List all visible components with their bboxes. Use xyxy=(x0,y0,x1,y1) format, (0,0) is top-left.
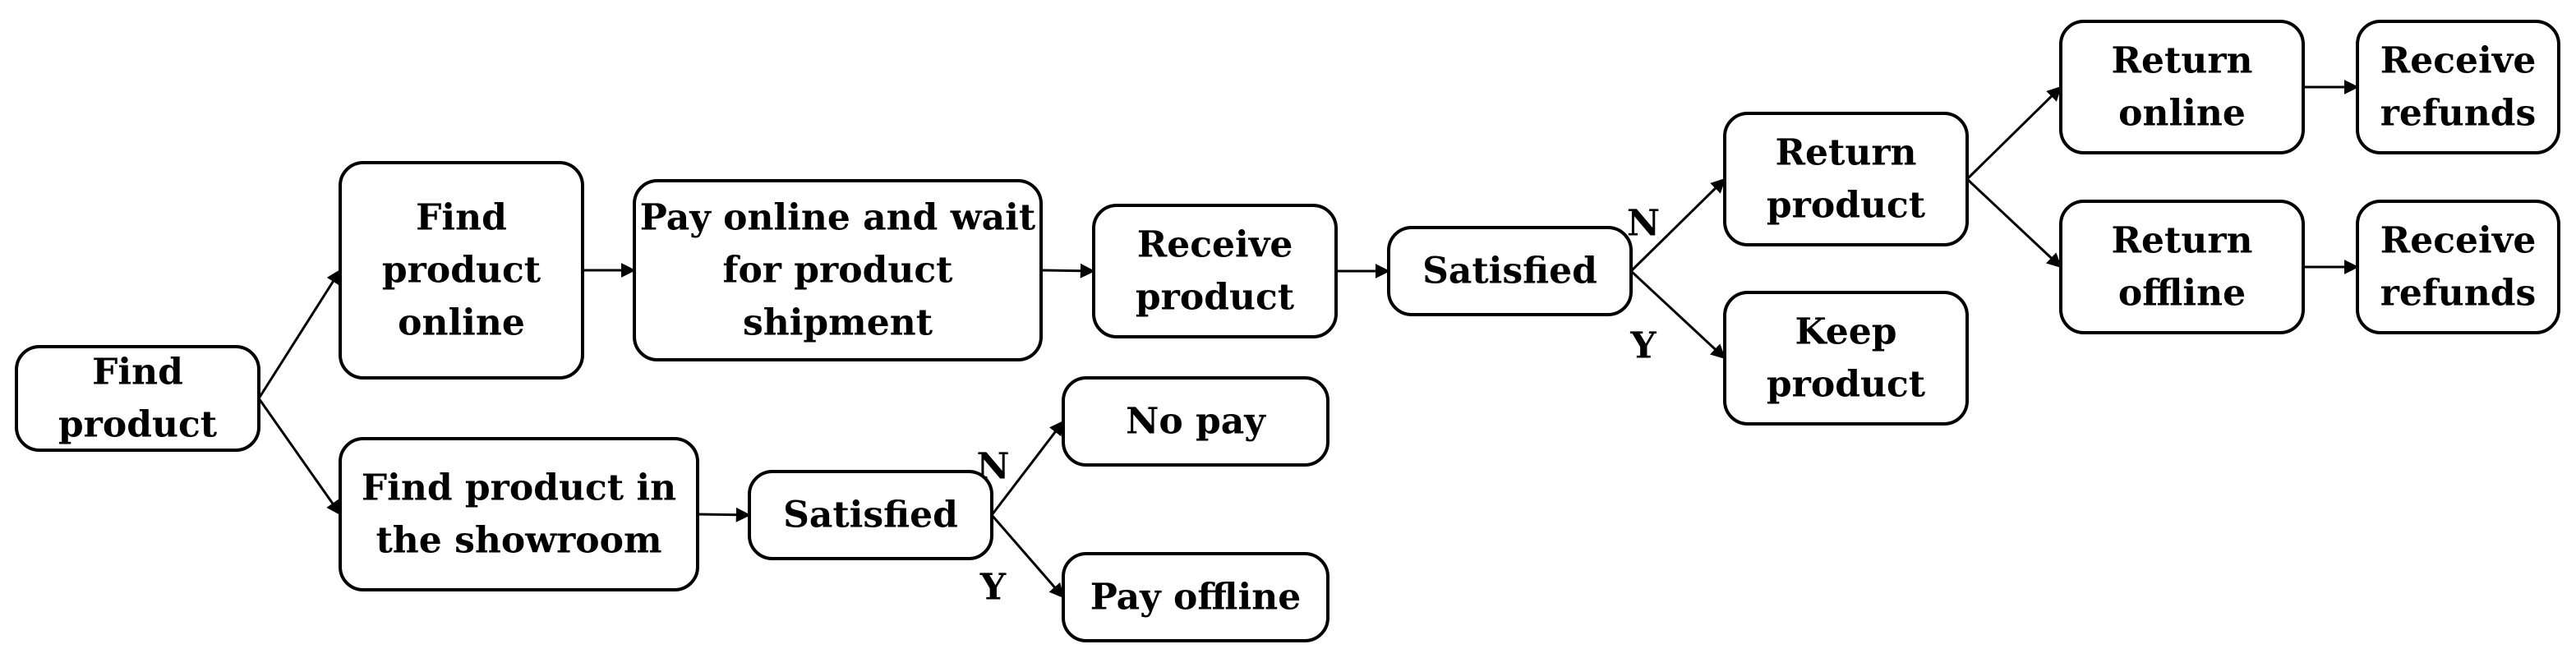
node-label: Pay online and wait xyxy=(640,197,1036,239)
node-label: Return xyxy=(1775,132,1916,174)
edge-satisfied-online-to-keep-product xyxy=(1629,269,1726,360)
node-satisfied-online: Satisfied xyxy=(1387,226,1633,316)
edge-satisfied-showroom-to-no-pay xyxy=(990,420,1065,516)
node-box xyxy=(2059,20,2305,154)
node-satisfied-showroom: Satisfied xyxy=(748,470,993,560)
node-box xyxy=(1387,226,1633,316)
node-return-offline: Return offline xyxy=(2059,200,2305,334)
node-label: Satisfied xyxy=(783,495,958,536)
node-label: Pay offline xyxy=(1090,577,1301,619)
node-label: shipment xyxy=(743,302,933,344)
node-label: the showroom xyxy=(376,520,661,562)
edge-satisfied-online-to-return-product xyxy=(1629,177,1726,273)
node-label: for product xyxy=(723,250,954,292)
node-box xyxy=(339,161,584,380)
node-box xyxy=(748,470,993,560)
node-label: Receive xyxy=(2380,220,2537,262)
edge-return-product-to-return-online xyxy=(1965,85,2062,181)
node-label: online xyxy=(2118,93,2246,135)
node-label: refunds xyxy=(2380,93,2537,135)
edge-label-N: N xyxy=(1627,203,1660,245)
node-box xyxy=(1062,552,1329,642)
node-box xyxy=(339,437,699,591)
node-keep-product: Keep product xyxy=(1723,291,1969,426)
node-box xyxy=(633,179,1043,361)
node-label: Keep xyxy=(1795,311,1896,353)
edge-satisfied-showroom-to-pay-offline xyxy=(990,514,1065,599)
node-label: No pay xyxy=(1126,401,1266,443)
node-box xyxy=(1723,291,1969,426)
node-label: product xyxy=(1136,277,1295,319)
node-label: Find xyxy=(92,352,183,393)
edge-find-product-showroom-to-satisfied-showroom xyxy=(697,507,751,522)
node-find-product-online: Find product online xyxy=(339,161,584,380)
edge-label-Y: Y xyxy=(979,567,1007,609)
node-pay-online-wait: Pay online and wait for product shipment xyxy=(633,179,1043,361)
edge-label-Y: Y xyxy=(1629,325,1657,367)
node-box xyxy=(1062,376,1329,467)
node-receive-refunds-offline: Receive refunds xyxy=(2356,200,2560,334)
node-return-product: Return product xyxy=(1723,112,1969,246)
node-no-pay: No pay xyxy=(1062,376,1329,467)
node-find-product-showroom: Find product in the showroom xyxy=(339,437,699,591)
edge-return-product-to-return-offline xyxy=(1965,177,2062,269)
node-label: product xyxy=(382,250,541,292)
node-label: Receive xyxy=(2380,40,2537,82)
node-label: product xyxy=(58,404,218,446)
node-receive-refunds-online: Receive refunds xyxy=(2356,20,2560,154)
node-label: Find xyxy=(416,197,507,239)
edge-pay-online-wait-to-receive-product xyxy=(1040,263,1095,278)
node-label: refunds xyxy=(2380,273,2537,315)
node-box xyxy=(2356,200,2560,334)
node-receive-product: Receive product xyxy=(1092,204,1338,338)
edge-find-product-to-find-product-showroom xyxy=(257,398,342,516)
node-box xyxy=(2356,20,2560,154)
node-return-online: Return online xyxy=(2059,20,2305,154)
node-find-product: Find product xyxy=(15,345,260,452)
node-label: Return xyxy=(2111,40,2252,82)
edge-find-product-to-find-product-online xyxy=(257,269,342,399)
node-label: product xyxy=(1767,185,1926,227)
node-label: product xyxy=(1767,364,1926,406)
node-label: Find product in xyxy=(362,467,676,509)
node-pay-offline: Pay offline xyxy=(1062,552,1329,642)
node-box xyxy=(2059,200,2305,334)
node-label: Satisfied xyxy=(1422,251,1597,292)
node-label: offline xyxy=(2118,273,2246,315)
node-label: Receive xyxy=(1137,224,1293,266)
node-label: Return xyxy=(2111,220,2252,262)
node-box xyxy=(15,345,260,452)
node-box xyxy=(1723,112,1969,246)
node-label: online xyxy=(398,302,525,344)
node-box xyxy=(1092,204,1338,338)
